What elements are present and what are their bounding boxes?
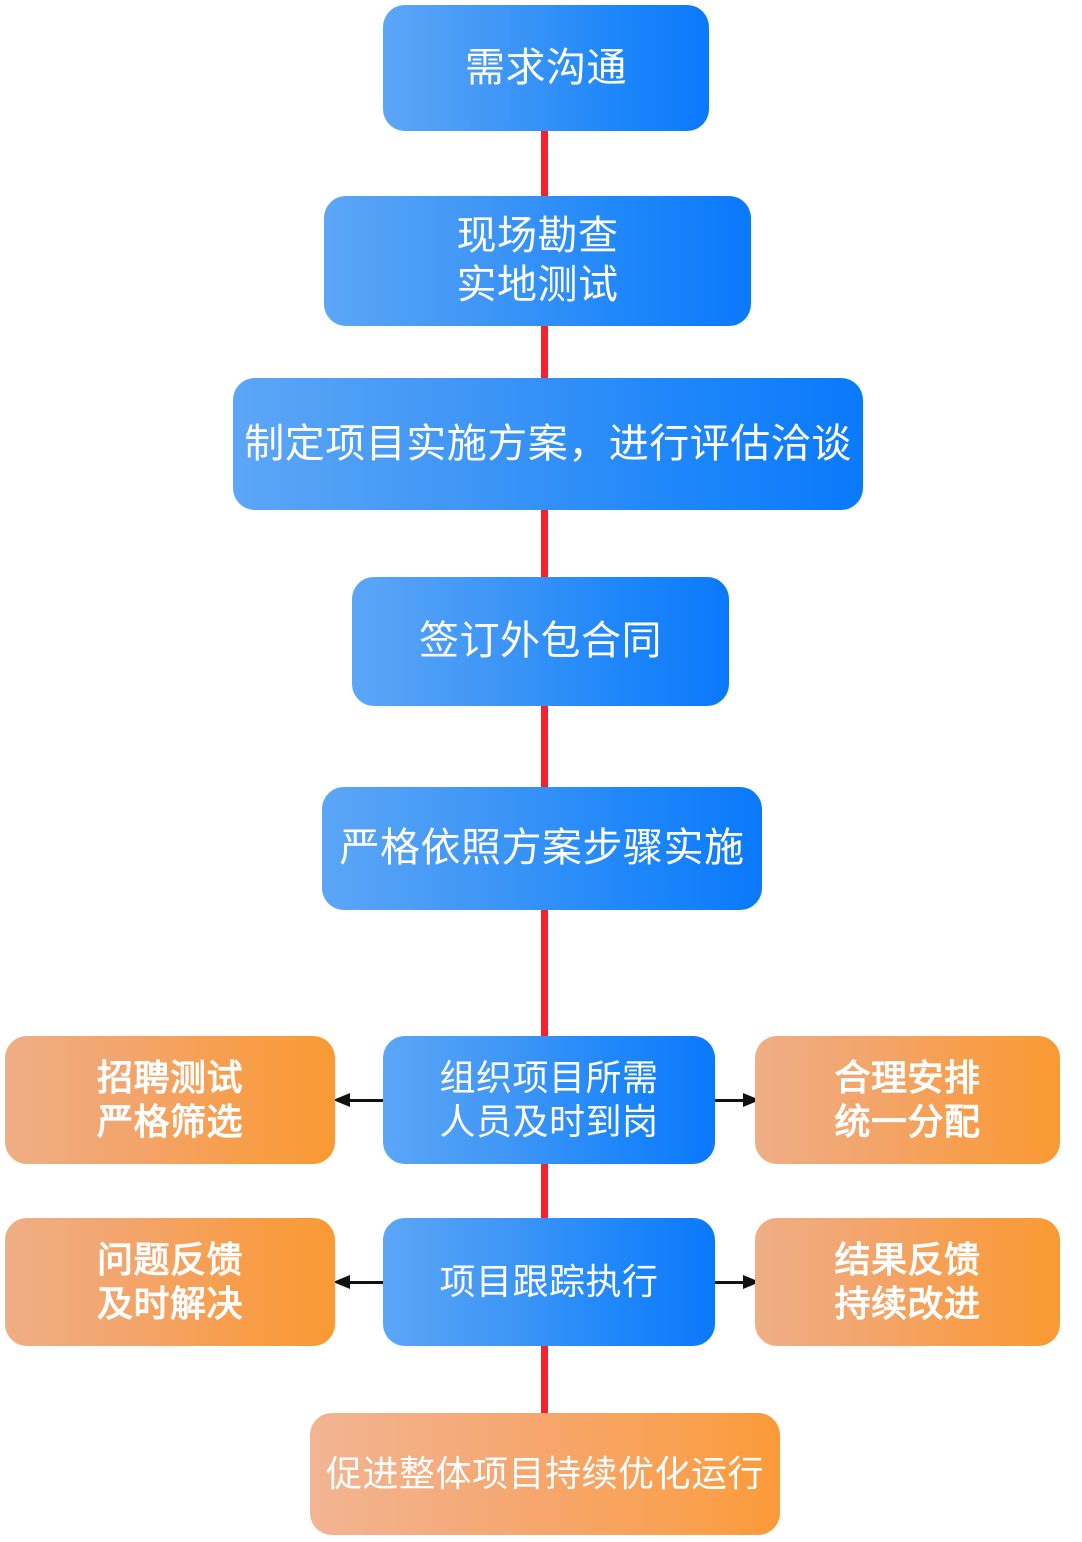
node-continuous-optimization[interactable]: 促进整体项目持续优化运行	[310, 1413, 780, 1535]
arrow-tracking-to-issue	[333, 1272, 387, 1292]
node-result-feedback[interactable]: 结果反馈 持续改进	[755, 1218, 1060, 1346]
arrow-shaft	[712, 1281, 746, 1284]
connector-survey-to-plan	[541, 322, 548, 382]
node-issue-feedback[interactable]: 问题反馈 及时解决	[5, 1218, 335, 1346]
connector-demand-to-survey	[541, 128, 548, 200]
arrow-shaft	[347, 1281, 387, 1284]
node-strict-implementation[interactable]: 严格依照方案步骤实施	[322, 787, 762, 910]
arrow-head-left-icon	[333, 1275, 350, 1289]
arrow-shaft	[712, 1099, 746, 1102]
node-demand-communication[interactable]: 需求沟通	[383, 5, 709, 131]
arrow-staffing-to-arrange	[712, 1090, 760, 1110]
arrow-tracking-to-result	[712, 1272, 760, 1292]
arrow-shaft	[347, 1099, 387, 1102]
connector-staffing-to-tracking	[541, 1160, 548, 1222]
node-site-survey[interactable]: 现场勘查 实地测试	[324, 196, 751, 326]
connector-implement-to-staffing	[541, 906, 548, 1040]
node-project-tracking[interactable]: 项目跟踪执行	[383, 1218, 715, 1346]
connector-contract-to-implement	[541, 702, 548, 791]
arrow-head-left-icon	[333, 1093, 350, 1107]
arrow-staffing-to-recruit	[333, 1090, 387, 1110]
connector-plan-to-contract	[541, 506, 548, 581]
connector-tracking-to-optimize	[541, 1342, 548, 1417]
node-organize-personnel[interactable]: 组织项目所需 人员及时到岗	[383, 1036, 715, 1164]
node-reasonable-arrangement[interactable]: 合理安排 统一分配	[755, 1036, 1060, 1164]
node-implementation-plan[interactable]: 制定项目实施方案，进行评估洽谈	[233, 378, 863, 510]
node-recruitment-screening[interactable]: 招聘测试 严格筛选	[5, 1036, 335, 1164]
node-sign-outsourcing-contract[interactable]: 签订外包合同	[352, 577, 729, 706]
